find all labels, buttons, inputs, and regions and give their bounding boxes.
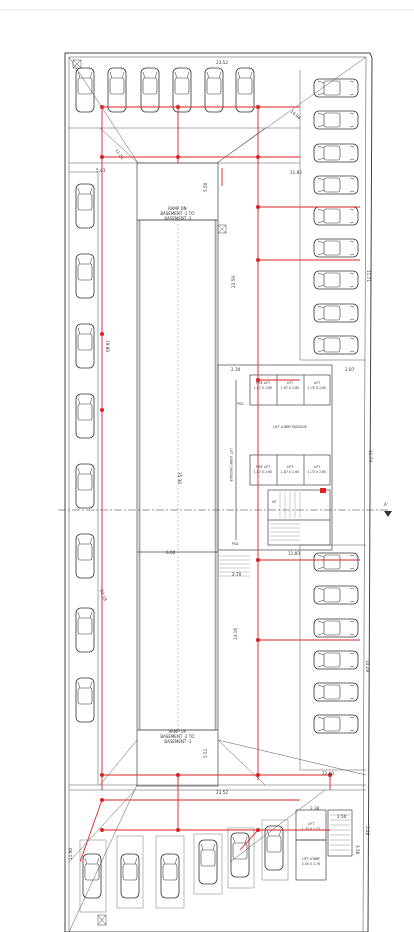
- dim-left-diag: 22.18: [99, 589, 108, 602]
- dim-1190: 11.90: [68, 848, 73, 860]
- dimension-labels: 23.52 23.52 11.82 5.43 5.50 23.59 11.71 …: [68, 60, 373, 860]
- dim-1183: 11.83: [288, 551, 300, 556]
- dim-238: 2.38: [310, 806, 320, 811]
- lift-b-size: 1.87 X 2.60: [281, 386, 299, 390]
- section-mark: A': [384, 502, 388, 507]
- lift-lobby-size: 2.00 X 2.76: [302, 862, 320, 866]
- dim-top-width: 23.52: [216, 60, 228, 65]
- dim-1182: 11.82: [290, 170, 302, 175]
- dim-1121: 11.21: [114, 148, 125, 161]
- dim-1174: 11.74: [368, 450, 373, 462]
- fire-lift-label: FIRE LIFT: [256, 381, 271, 385]
- dim-1171: 11.71: [366, 270, 371, 282]
- lift-b-label: LIFT: [287, 381, 293, 385]
- ramp-top-label: RAMP DN BASEMENT -1 TO BASEMENT -2: [160, 206, 195, 221]
- dim-bottom-width: 23.52: [216, 790, 228, 795]
- dim-1200: 12.00: [322, 771, 334, 776]
- column-markers: [72, 59, 107, 926]
- psd-label-2: PSD: [232, 542, 239, 546]
- ramp-bottom-label: RAMP UP BASEMENT -2 TO BASEMENT -1: [160, 729, 195, 744]
- dim-551: 5.51: [203, 748, 208, 758]
- ramp: [136, 162, 219, 787]
- lift-c-label: LIFT: [314, 381, 320, 385]
- ramp-top-line-1: RAMP DN: [168, 206, 187, 211]
- dim-356: 3.56: [355, 845, 360, 855]
- ramp-top-line-3: BASEMENT -2: [164, 216, 192, 221]
- fire-route-lines: [79, 106, 360, 863]
- fire-route-nodes: [100, 105, 332, 832]
- internal-grid-lines: [68, 56, 367, 932]
- lift-lobby-passage-label: LIFT LOBBY PASSAGE: [273, 425, 306, 429]
- lift-d-label: LIFT: [287, 465, 293, 469]
- dim-2359: 23.59: [231, 276, 236, 288]
- lift-c-size: 1.70 X 2.60: [308, 386, 326, 390]
- dim-150: 1.50: [337, 814, 347, 819]
- section-line: A': [58, 502, 392, 517]
- parking-right-top: [313, 78, 359, 355]
- column: [217, 224, 227, 234]
- dim-550: 5.50: [203, 182, 208, 192]
- dim-230: 2.30: [231, 367, 241, 372]
- up-label: UP: [272, 500, 276, 504]
- dim-543: 5.43: [96, 168, 106, 173]
- bottom-lift-size: 1.70 X 2.27: [302, 827, 320, 831]
- ramp-top-line-2: BASEMENT -1 TO: [160, 211, 194, 216]
- dim-1494: 14.94: [289, 109, 302, 121]
- dim-520: 5.20: [365, 826, 370, 836]
- ramp-bottom-line-3: BASEMENT -1: [164, 739, 192, 744]
- parking-left-column: [75, 183, 95, 723]
- parking-right-bottom: [313, 552, 359, 734]
- fire-lift-size: 1.87 X 2.60: [254, 386, 272, 390]
- core: [217, 364, 333, 551]
- dim-1429: 14.29: [365, 660, 370, 672]
- ramp-bottom-line-1: RAMP UP: [168, 729, 186, 734]
- lift-e-label: LIFT: [314, 465, 320, 469]
- fire-lift-size-2: 1.87 X 2.60: [254, 470, 272, 474]
- dim-ramp-width: 6.00: [166, 550, 176, 555]
- bottom-lift-core: [295, 809, 353, 881]
- site-boundary: [64, 52, 373, 932]
- fire-lift-label-2: FIRE LIFT: [256, 465, 271, 469]
- side-step-ramp: [218, 555, 250, 577]
- dim-1416: 14.16: [233, 628, 238, 640]
- passage-label-vertical: LIFT LOBBY PASSAGE: [229, 448, 233, 481]
- ramp-bottom-line-2: BASEMENT -2 TO: [160, 734, 194, 739]
- psd-label-1: PSD: [237, 402, 244, 406]
- dim-left-run: 19.80: [105, 340, 110, 352]
- dim-ramp-length: 35.30: [177, 472, 182, 484]
- lift-d-size: 1.87 X 2.60: [281, 470, 299, 474]
- lift-lobby-label: LIFT LOBBY: [302, 857, 320, 861]
- fire-equipment: [320, 488, 326, 493]
- bottom-lift-label: LIFT: [308, 822, 314, 826]
- staircase-treads: [270, 492, 301, 541]
- lift-e-size: 1.70 X 2.60: [308, 470, 326, 474]
- dim-270: 2.70: [232, 572, 242, 577]
- bottom-bay-outlines: [79, 819, 289, 913]
- dim-287: 2.87: [345, 367, 355, 372]
